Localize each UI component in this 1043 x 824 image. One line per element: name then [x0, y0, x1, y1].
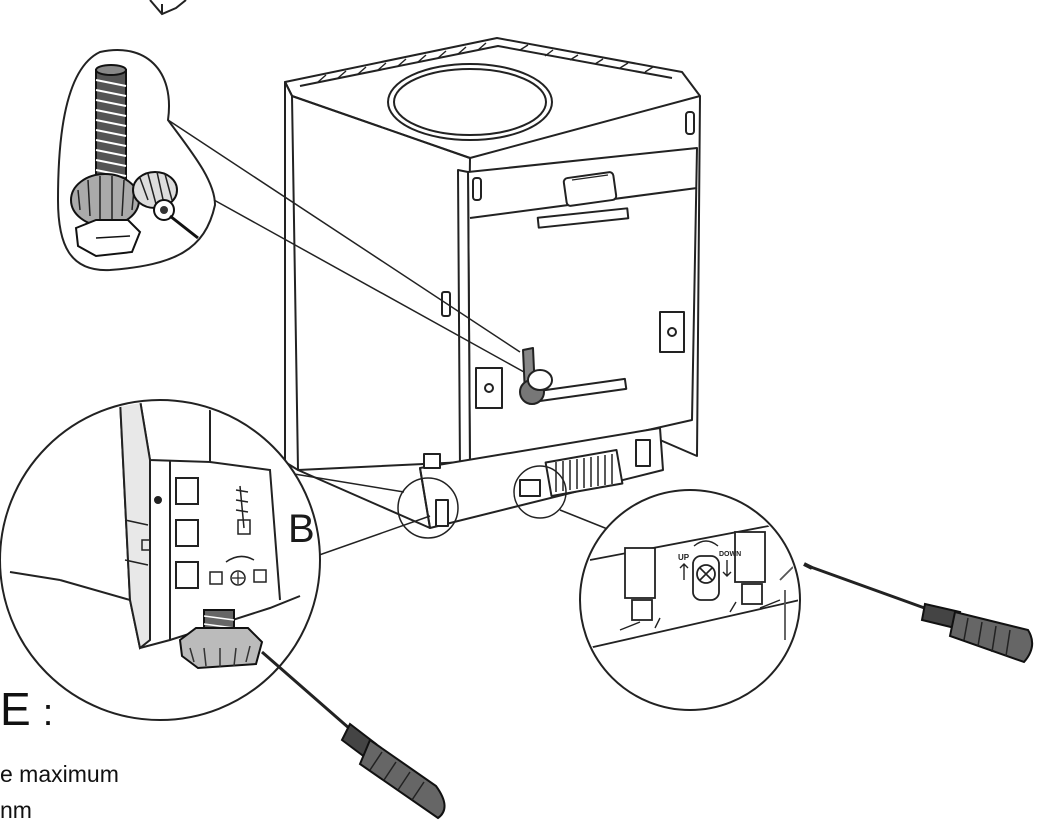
screwdriver-left-icon: [261, 650, 446, 820]
label-down: DOWN: [719, 551, 741, 558]
dishwasher-body: [284, 37, 701, 529]
front-adjuster-detail-callout: UP DOWN: [579, 489, 801, 711]
rear-foot-detail-callout: B: [0, 399, 321, 721]
note-heading: E:: [0, 684, 55, 738]
detail-label-b: B: [288, 507, 315, 551]
note-heading-colon: :: [42, 692, 56, 734]
package-corner: [149, 0, 187, 16]
detail-marker-right: [513, 465, 567, 519]
note-line-2: nm: [0, 797, 32, 823]
screw-detail-callout: [56, 49, 217, 272]
detail-marker-left: [397, 477, 459, 539]
note-line-1: e maximum: [0, 761, 119, 787]
label-up: UP: [678, 553, 690, 562]
note-heading-text: E: [0, 683, 33, 735]
callout-leader-lines: [167, 119, 611, 561]
screwdriver-right-icon: [803, 562, 1034, 664]
